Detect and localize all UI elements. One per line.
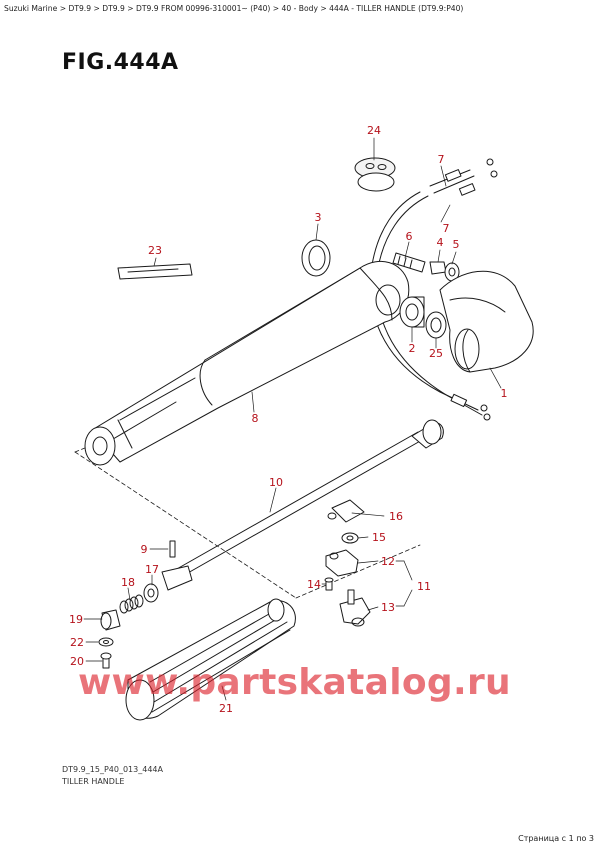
bolt-part-6 <box>392 252 426 273</box>
callout-5[interactable]: 5 <box>453 238 460 251</box>
bracket-part-16 <box>327 499 365 523</box>
washer-part-15 <box>341 532 359 544</box>
throttle-cables-part-7 <box>369 158 498 421</box>
spring-part-18 <box>119 594 144 614</box>
callout-14[interactable]: 14 <box>307 578 321 591</box>
label-plate-part-23 <box>117 263 193 280</box>
bracket-part-13 <box>339 589 371 627</box>
washer-part-25 <box>425 311 447 339</box>
callout-8[interactable]: 8 <box>252 412 259 425</box>
callout-1[interactable]: 1 <box>501 387 508 400</box>
callout-17[interactable]: 17 <box>145 563 159 576</box>
bracket-part-12 <box>325 549 359 577</box>
breadcrumb[interactable]: Suzuki Marine > DT9.9 > DT9.9 > DT9.9 FR… <box>4 4 464 13</box>
grommet-part-24 <box>354 157 396 192</box>
tiller-arm-part-8 <box>84 260 410 466</box>
callout-19[interactable]: 19 <box>69 613 83 626</box>
screw-part-14 <box>324 577 334 591</box>
callout-3[interactable]: 3 <box>315 211 322 224</box>
callout-13[interactable]: 13 <box>381 601 395 614</box>
callout-18[interactable]: 18 <box>121 576 135 589</box>
page-indicator: Страница с 1 по 3 <box>518 834 594 843</box>
callout-12[interactable]: 12 <box>381 555 395 568</box>
callout-21[interactable]: 21 <box>219 702 233 715</box>
nut-part-4 <box>429 261 447 275</box>
callout-23[interactable]: 23 <box>148 244 162 257</box>
throttle-shaft-part-10 <box>161 419 444 591</box>
bushing-part-17 <box>143 583 159 603</box>
screw-part-20 <box>100 652 112 669</box>
washer-part-22 <box>98 637 114 647</box>
callout-15[interactable]: 15 <box>372 531 386 544</box>
callout-6[interactable]: 6 <box>406 230 413 243</box>
callout-11[interactable]: 11 <box>417 580 431 593</box>
leader-lines <box>83 137 502 701</box>
bushing-part-2 <box>399 296 425 328</box>
drawing-subtitle: TILLER HANDLE <box>62 777 125 786</box>
handle-grip-part-21 <box>125 598 296 721</box>
watermark-text: www.partskatalog.ru <box>78 662 511 703</box>
callout-7-upper[interactable]: 7 <box>438 153 445 166</box>
callout-20[interactable]: 20 <box>70 655 84 668</box>
callout-16[interactable]: 16 <box>389 510 403 523</box>
o-ring-part-3 <box>301 239 331 277</box>
holder-part-19 <box>100 609 121 631</box>
callout-10[interactable]: 10 <box>269 476 283 489</box>
callout-4[interactable]: 4 <box>437 236 444 249</box>
callout-9[interactable]: 9 <box>141 543 148 556</box>
pin-part-9 <box>169 540 176 558</box>
figure-title: FIG.444A <box>62 50 179 75</box>
callout-numbers: 24 7 7 3 23 6 4 5 2 25 1 8 10 16 15 12 1… <box>69 124 508 715</box>
callout-7-lower[interactable]: 7 <box>443 222 450 235</box>
drawing-code: DT9.9_15_P40_013_444A <box>62 765 163 774</box>
callout-22[interactable]: 22 <box>70 636 84 649</box>
tiller-cover-part-1 <box>439 270 534 373</box>
callout-2[interactable]: 2 <box>409 342 416 355</box>
callout-24[interactable]: 24 <box>367 124 381 137</box>
callout-25[interactable]: 25 <box>429 347 443 360</box>
